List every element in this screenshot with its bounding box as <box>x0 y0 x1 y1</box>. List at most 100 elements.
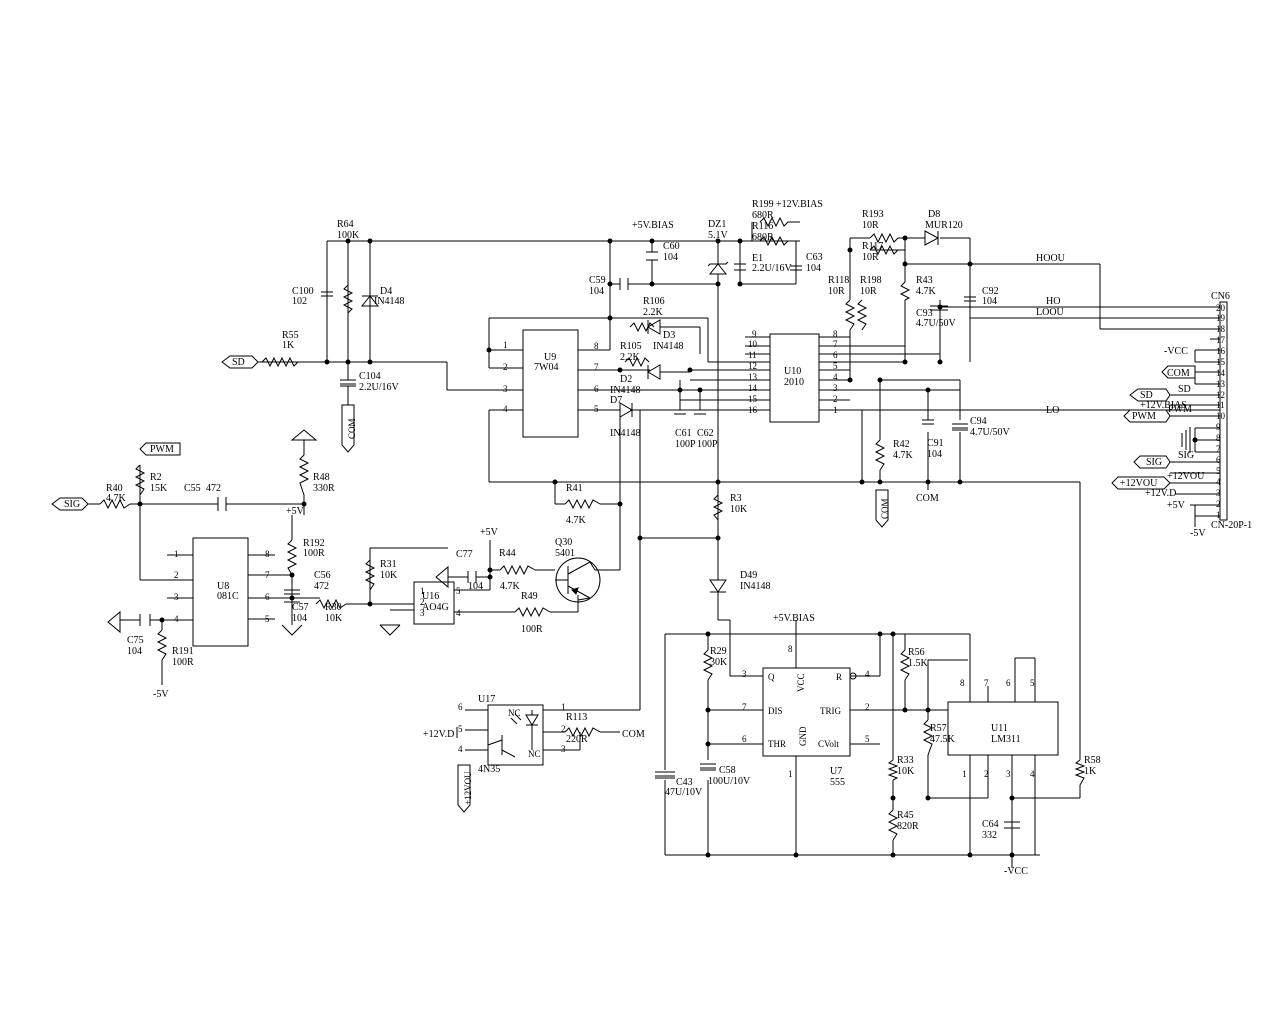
resistor-R30 <box>315 598 347 610</box>
u11-pin-8: 8 <box>960 678 965 688</box>
resistor-R3 <box>712 494 724 521</box>
value-R48: 330R <box>313 483 335 494</box>
value-C94: 4.7U/50V <box>970 427 1011 438</box>
diode-D7 <box>619 402 633 418</box>
value-R64: 100K <box>337 230 360 241</box>
u7-label-GND: GND <box>798 726 808 746</box>
value-C91: 104 <box>927 449 942 460</box>
port-COM-vert1 <box>341 404 355 453</box>
label-R58: R58 <box>1084 755 1101 766</box>
value-U17: 4N35 <box>478 764 500 775</box>
u11-pin-7: 7 <box>984 678 989 688</box>
value-C56: 472 <box>314 581 329 592</box>
cn6-pin-19: 19 <box>1216 313 1226 323</box>
value-C93: 4.7U/50V <box>916 318 957 329</box>
label-U7: U7 <box>830 766 842 777</box>
ground-symbol-c77 <box>435 565 449 589</box>
capacitor-C100 <box>321 291 333 297</box>
ic-U11-body <box>947 701 1059 756</box>
label-U8: U8 <box>217 581 229 592</box>
resistor-R31 <box>364 559 376 591</box>
u10-pin-12: 12 <box>748 361 757 371</box>
u10-pin-1: 1 <box>833 405 838 415</box>
capacitor-C59 <box>619 278 629 290</box>
value-R113: 220R <box>566 734 588 745</box>
cn6-pin-1: 1 <box>1216 510 1221 520</box>
value-R41: 4.7K <box>566 515 587 526</box>
value-D3: IN4148 <box>653 341 684 352</box>
label-C55: C55 <box>184 483 201 494</box>
label-C104: C104 <box>359 371 381 382</box>
cn6-label-plus5V: +5V <box>1167 500 1186 511</box>
value-C64: 332 <box>982 830 997 841</box>
label-R116: R116 <box>752 221 773 232</box>
port-plus12VOU-right <box>1111 476 1171 490</box>
value-R45: 820R <box>897 821 919 832</box>
resistor-R193 <box>869 232 905 244</box>
ic-U17-body <box>487 704 544 766</box>
cn6-pin-5: 5 <box>1216 466 1221 476</box>
label-R106: R106 <box>643 296 665 307</box>
u8-pin-6: 6 <box>265 592 270 602</box>
label-R117: R117 <box>862 241 883 252</box>
label-R199: R199 <box>752 199 774 210</box>
value-R199: 680R <box>752 210 774 221</box>
cn6-pin-15: 15 <box>1216 357 1226 367</box>
ic-U10-body <box>769 333 820 423</box>
label-C100: C100 <box>292 286 314 297</box>
value-D8: MUR120 <box>925 220 963 231</box>
value-C61: 100P <box>675 439 696 450</box>
u17-pin-2: 2 <box>561 724 566 734</box>
capacitor-C61 <box>674 409 686 415</box>
capacitor-C55 <box>217 497 227 511</box>
label-DZ1: DZ1 <box>708 219 726 230</box>
value-R116: 680R <box>752 232 774 243</box>
capacitor-C92 <box>964 296 976 302</box>
resistor-R192 <box>286 539 298 576</box>
value-R198: 10R <box>860 286 877 297</box>
net-COM-2: COM <box>880 498 890 519</box>
junction-dots <box>137 235 1198 858</box>
label-C59: C59 <box>589 275 606 286</box>
u10-pin-5: 5 <box>833 361 838 371</box>
net-NC-2: NC <box>528 749 541 759</box>
u10-pin-3: 3 <box>833 383 838 393</box>
value-U7: 555 <box>830 777 845 788</box>
u7-pin-8: 8 <box>788 644 793 654</box>
port-SIG-left <box>51 497 89 511</box>
capacitor-C57 <box>284 597 300 603</box>
cn6-label-SIG2: SIG <box>1178 450 1194 461</box>
net-NC-1: NC <box>508 708 521 718</box>
label-R41: R41 <box>566 483 583 494</box>
net-HOOU: HOOU <box>1036 253 1066 264</box>
label-R44: R44 <box>499 548 516 559</box>
resistor-R45 <box>887 809 899 841</box>
net-plus5v-1: +5V <box>286 506 305 517</box>
u17-pin-4: 4 <box>458 744 463 754</box>
u9-pin-8: 8 <box>594 341 599 351</box>
capacitor-C64 <box>1004 821 1020 829</box>
value-C55: 472 <box>206 483 221 494</box>
net-plus12VD: +12V.D <box>423 729 454 740</box>
diode-D4 <box>360 295 380 307</box>
label-C58: C58 <box>719 765 736 776</box>
label-D3: D3 <box>663 330 675 341</box>
resistor-R64 <box>342 284 354 314</box>
u16-pin-2: 2 <box>420 597 425 607</box>
u7-pin-5: 5 <box>865 734 870 744</box>
value-Q30: 5401 <box>555 548 575 559</box>
u9-pin-4: 4 <box>503 404 508 414</box>
label-E1: E1 <box>752 253 763 264</box>
ic-U8-body <box>192 537 249 647</box>
cn6-pin-8: 8 <box>1216 433 1221 443</box>
value-R30: 10K <box>325 613 343 624</box>
u17-pin-3: 3 <box>561 744 566 754</box>
capacitor-C77 <box>467 571 477 583</box>
optocoupler-U17-internal <box>487 710 539 758</box>
cn6-label-SD2: SD <box>1178 384 1191 395</box>
value-R40: 4.7K <box>106 493 127 504</box>
value-E1: 2.2U/16V <box>752 263 793 274</box>
capacitor-C60 <box>646 251 658 261</box>
u10-pin-14: 14 <box>748 383 758 393</box>
resistor-R55 <box>261 356 299 368</box>
